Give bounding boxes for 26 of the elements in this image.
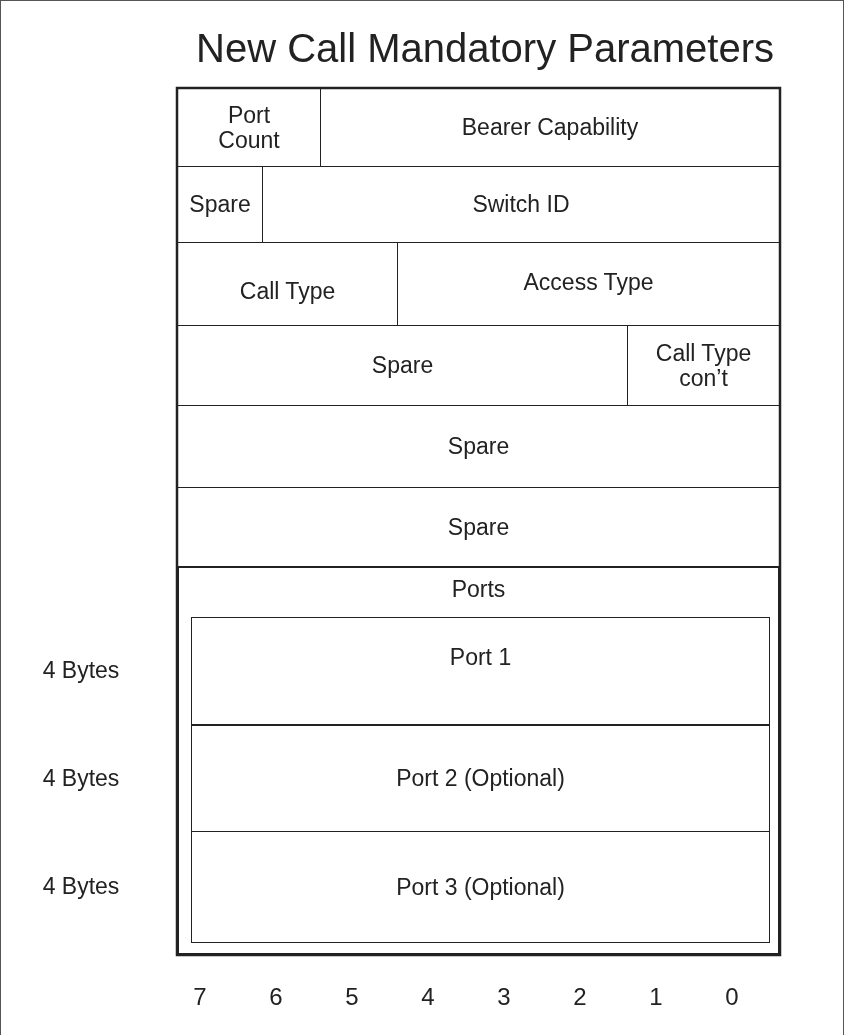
cell-label: Port 2 (Optional)	[395, 766, 566, 791]
cell-label: Spare	[188, 192, 252, 217]
cell-label: Call Type	[238, 279, 337, 304]
bit-number: 7	[192, 983, 208, 1011]
diagram-title: New Call Mandatory Parameters	[195, 26, 775, 71]
bit-number: 6	[268, 983, 284, 1011]
cell-label: Spare	[446, 514, 511, 540]
cell-label: Spare	[370, 353, 435, 378]
cell-label: Port Count	[217, 102, 281, 153]
bit-number: 4	[420, 983, 436, 1011]
cell-label: Switch ID	[471, 192, 571, 217]
byte-size-label: 4 Bytes	[41, 764, 121, 792]
cell-label: Port 3 (Optional)	[395, 874, 566, 900]
cell-label: Port 1	[448, 645, 513, 670]
cell-label: Call Type con’t	[654, 340, 753, 391]
bit-number: 0	[724, 983, 740, 1011]
cell-label: Access Type	[522, 270, 655, 295]
bit-number: 2	[572, 983, 588, 1011]
bit-number: 5	[344, 983, 360, 1011]
bit-number: 3	[496, 983, 512, 1011]
cell-label: Bearer Capability	[460, 115, 640, 140]
byte-size-label: 4 Bytes	[41, 657, 121, 684]
byte-size-label: 4 Bytes	[41, 873, 121, 900]
cell-label: Ports	[450, 577, 507, 602]
cell-label: Spare	[446, 434, 511, 459]
bit-number: 1	[648, 983, 664, 1011]
